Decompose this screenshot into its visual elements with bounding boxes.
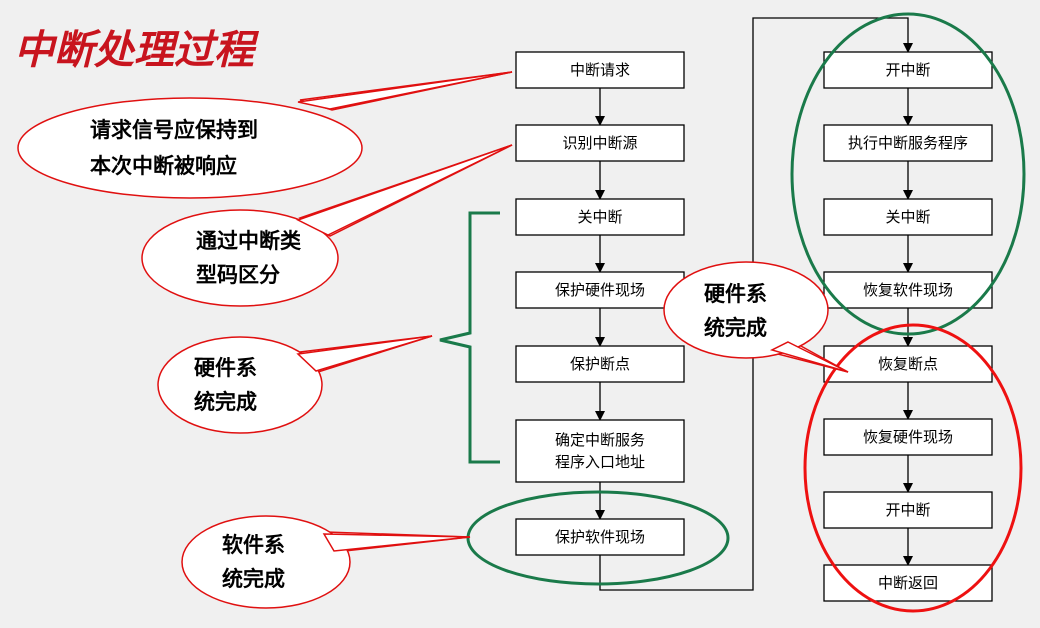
flow-step-label: 开中断 (885, 501, 930, 519)
callout-text: 硬件系 (194, 356, 257, 380)
flow-step-l7: 保护软件现场 (515, 518, 685, 556)
flow-step-r5: 恢复断点 (823, 345, 993, 383)
pointer-fill (296, 144, 513, 236)
flow-step-l5: 保护断点 (515, 345, 685, 383)
callout-text: 请求信号应保持到 (90, 118, 258, 142)
flow-step-box (823, 418, 993, 456)
flow-step-box (823, 51, 993, 89)
flow-step-box (515, 419, 685, 483)
flow-step-box (823, 345, 993, 383)
flow-step-r3: 关中断 (823, 198, 993, 236)
flow-step-r7: 开中断 (823, 491, 993, 529)
pointer-fill (297, 71, 513, 110)
hardware-restore-ellipse (803, 323, 1023, 613)
flow-step-label: 关中断 (885, 208, 930, 226)
pointer-fill (322, 533, 471, 552)
flow-step-label: 恢复断点 (878, 355, 938, 373)
flow-step-label: 保护硬件现场 (555, 281, 645, 299)
flow-step-r2: 执行中断服务程序 (823, 124, 993, 162)
flow-step-box (515, 198, 685, 236)
flow-step-r6: 恢复硬件现场 (823, 418, 993, 456)
flow-step-box (823, 271, 993, 309)
flow-step-label: 恢复硬件现场 (863, 428, 953, 446)
flow-step-box (515, 518, 685, 556)
flow-step-label: 保护软件现场 (555, 528, 645, 546)
hardware-bracket (439, 211, 500, 464)
flow-step-label: 中断请求 (570, 61, 630, 79)
flow-step-r4: 恢复软件现场 (823, 271, 993, 309)
flow-step-label: 执行中断服务程序 (848, 134, 968, 152)
callout-text: 本次中断被响应 (90, 154, 237, 178)
flow-step-label: 确定中断服务 (555, 431, 645, 449)
flow-step-l4: 保护硬件现场 (515, 271, 685, 309)
flow-step-box (823, 491, 993, 529)
flow-step-r1: 开中断 (823, 51, 993, 89)
flow-step-box (823, 124, 993, 162)
flow-step-box (823, 198, 993, 236)
callout-text: 统完成 (704, 316, 767, 340)
callout-text: 通过中断类 (196, 229, 302, 253)
callout-text: 统完成 (222, 567, 285, 591)
flow-step-box (515, 124, 685, 162)
page-title: 中断处理过程 (14, 27, 260, 74)
flow-step-box (515, 345, 685, 383)
flow-step-label: 识别中断源 (562, 134, 637, 152)
flow-step-l2: 识别中断源 (515, 124, 685, 162)
callout-bubble (663, 261, 829, 359)
flow-step-label: 开中断 (885, 61, 930, 79)
callout-text: 硬件系 (704, 282, 767, 306)
pointer-fill (769, 341, 849, 373)
callout-bubble (17, 97, 363, 199)
flow-step-label: 恢复软件现场 (863, 281, 953, 299)
callout-text: 型码区分 (196, 263, 280, 287)
callout-text: 软件系 (222, 533, 285, 557)
callout-bubble (141, 209, 339, 307)
flow-step-box (515, 51, 685, 89)
flow-step-label: 关中断 (577, 208, 622, 226)
callout-bubble (181, 515, 351, 609)
service-routine-ellipse (790, 12, 1026, 336)
flow-step-label: 中断返回 (878, 574, 938, 592)
callout-bubble (157, 336, 323, 434)
flow-step-label: 保护断点 (570, 355, 630, 373)
callout-text: 统完成 (194, 390, 257, 414)
flow-step-l3: 关中断 (515, 198, 685, 236)
pointer-fill (296, 335, 433, 372)
flow-step-l1: 中断请求 (515, 51, 685, 89)
flow-step-label: 程序入口地址 (555, 453, 645, 471)
software-save-ellipse (466, 490, 730, 586)
